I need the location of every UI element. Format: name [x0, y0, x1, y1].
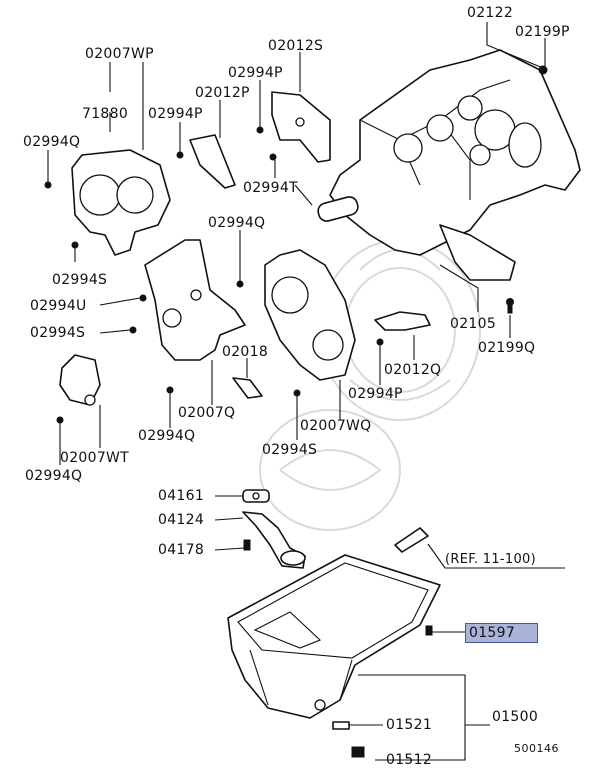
label-02199P[interactable]: 02199P	[515, 24, 570, 40]
label-02994S-a[interactable]: 02994S	[52, 272, 108, 288]
label-ref-11-100[interactable]: (REF. 11-100)	[445, 552, 536, 567]
label-02007Q[interactable]: 02007Q	[178, 405, 236, 421]
label-02994P-c[interactable]: 02994P	[348, 386, 403, 402]
timing-cover-02007Q	[144, 239, 246, 361]
timing-cover-02007WQ	[264, 249, 356, 381]
gauge-bracket-ref	[394, 527, 429, 553]
label-02994Q-c[interactable]: 02994Q	[138, 428, 196, 444]
label-04178[interactable]: 04178	[158, 542, 205, 558]
diagram-number: 500146	[514, 742, 559, 755]
label-71880[interactable]: 71880	[82, 106, 129, 122]
bracket-02012S	[271, 91, 331, 163]
label-02994P-b[interactable]: 02994P	[148, 106, 203, 122]
timing-cover-02007WP	[71, 149, 171, 256]
bolt-01597	[425, 625, 433, 636]
label-02994T[interactable]: 02994T	[243, 180, 298, 196]
engine-block-02122	[317, 49, 581, 256]
rear-plate-02105	[439, 224, 516, 314]
label-02994Q-d[interactable]: 02994Q	[25, 468, 83, 484]
label-02994Q-b[interactable]: 02994Q	[208, 215, 266, 231]
bracket-02012P	[189, 134, 236, 189]
label-02012P[interactable]: 02012P	[195, 85, 250, 101]
label-02994S-c[interactable]: 02994S	[262, 442, 318, 458]
drain-plug-01512	[351, 746, 365, 758]
label-02018[interactable]: 02018	[222, 344, 269, 360]
oil-strainer-04124	[242, 511, 306, 569]
bolts	[44, 126, 384, 424]
label-01597-highlighted[interactable]: 01597	[465, 623, 539, 643]
bracket-02018	[232, 377, 263, 399]
label-02012S[interactable]: 02012S	[268, 38, 324, 54]
bolt-04178	[243, 539, 251, 551]
label-04124[interactable]: 04124	[158, 512, 205, 528]
label-02105[interactable]: 02105	[450, 316, 497, 332]
label-02012Q[interactable]: 02012Q	[384, 362, 442, 378]
label-01512[interactable]: 01512	[386, 752, 433, 768]
label-02007WT[interactable]: 02007WT	[60, 450, 130, 466]
label-02994U[interactable]: 02994U	[30, 298, 87, 314]
label-02007WP[interactable]: 02007WP	[85, 46, 154, 62]
label-02994S-b[interactable]: 02994S	[30, 325, 86, 341]
bracket-02007WT	[59, 354, 101, 406]
bracket-02012Q	[374, 311, 431, 331]
leader-lines	[47, 22, 565, 761]
gasket-01521	[332, 721, 350, 730]
label-02199Q[interactable]: 02199Q	[478, 340, 536, 356]
gasket-04161	[242, 489, 270, 503]
label-01500[interactable]: 01500	[492, 709, 539, 725]
label-02994P-a[interactable]: 02994P	[228, 65, 283, 81]
oil-pan-01500	[227, 554, 441, 719]
label-02994Q-a[interactable]: 02994Q	[23, 134, 81, 150]
label-02007WQ[interactable]: 02007WQ	[300, 418, 372, 434]
label-01521[interactable]: 01521	[386, 717, 433, 733]
label-02122[interactable]: 02122	[467, 5, 514, 21]
label-04161[interactable]: 04161	[158, 488, 205, 504]
